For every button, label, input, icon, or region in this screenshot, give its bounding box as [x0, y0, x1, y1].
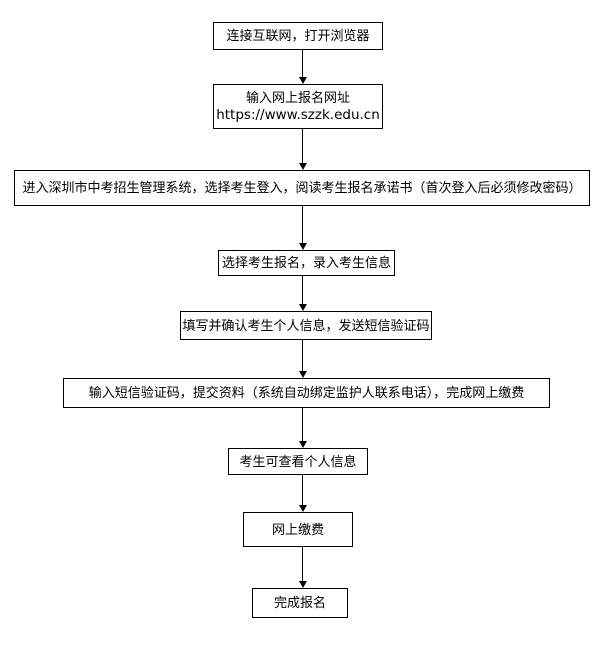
flow-step-login-system: 进入深圳市中考招生管理系统，选择考生登入，阅读考生报名承诺书（首次登入后必须修改… — [14, 170, 590, 206]
flow-arrow-3 — [298, 206, 307, 250]
flow-arrow-5 — [298, 340, 307, 378]
arrow-shaft — [302, 340, 303, 372]
arrow-down-icon — [298, 581, 307, 588]
flow-arrow-8 — [298, 547, 307, 588]
flow-step-label: 输入短信验证码，提交资料（系统自动绑定监护人联系电话），完成网上缴费 — [88, 385, 525, 401]
arrow-down-icon — [298, 77, 307, 84]
arrow-shaft — [302, 276, 303, 305]
flow-step-label: 考生可查看个人信息 — [239, 453, 357, 469]
arrow-down-icon — [298, 163, 307, 170]
arrow-shaft — [302, 129, 303, 164]
flow-step-connect-internet: 连接互联网，打开浏览器 — [213, 22, 383, 50]
arrow-down-icon — [298, 441, 307, 448]
flow-step-confirm-info-send-sms: 填写并确认考生个人信息，发送短信验证码 — [180, 311, 432, 340]
flow-step-label: 连接互联网，打开浏览器 — [226, 28, 370, 44]
flow-step-select-registration: 选择考生报名，录入考生信息 — [218, 250, 395, 276]
registration-url-text: https://www.szzk.edu.cn — [216, 107, 380, 124]
flow-arrow-6 — [298, 408, 307, 448]
flow-step-label: 输入网上报名网址 — [245, 89, 350, 105]
flow-arrow-7 — [298, 475, 307, 512]
flow-arrow-2 — [298, 129, 307, 170]
flow-step-label: 进入深圳市中考招生管理系统，选择考生登入，阅读考生报名承诺书（首次登入后必须修改… — [22, 180, 582, 196]
flow-arrow-4 — [298, 276, 307, 311]
arrow-shaft — [302, 50, 303, 78]
flow-step-label: 网上缴费 — [271, 521, 324, 537]
flow-arrow-1 — [298, 50, 307, 84]
arrow-down-icon — [298, 371, 307, 378]
flow-step-label: 填写并确认考生个人信息，发送短信验证码 — [182, 317, 430, 333]
flow-step-view-personal-info: 考生可查看个人信息 — [228, 448, 368, 475]
flow-step-enter-url: 输入网上报名网址 https://www.szzk.edu.cn — [213, 84, 383, 129]
arrow-down-icon — [298, 243, 307, 250]
flow-step-complete-registration: 完成报名 — [252, 588, 348, 618]
arrow-down-icon — [298, 505, 307, 512]
flow-step-online-payment: 网上缴费 — [243, 512, 353, 547]
arrow-shaft — [302, 475, 303, 506]
arrow-shaft — [302, 408, 303, 442]
flow-step-label: 选择考生报名，录入考生信息 — [221, 255, 391, 271]
flow-step-submit-materials: 输入短信验证码，提交资料（系统自动绑定监护人联系电话），完成网上缴费 — [63, 378, 550, 408]
arrow-down-icon — [298, 304, 307, 311]
arrow-shaft — [302, 206, 303, 244]
flow-step-label: 完成报名 — [273, 595, 326, 611]
arrow-shaft — [302, 547, 303, 582]
